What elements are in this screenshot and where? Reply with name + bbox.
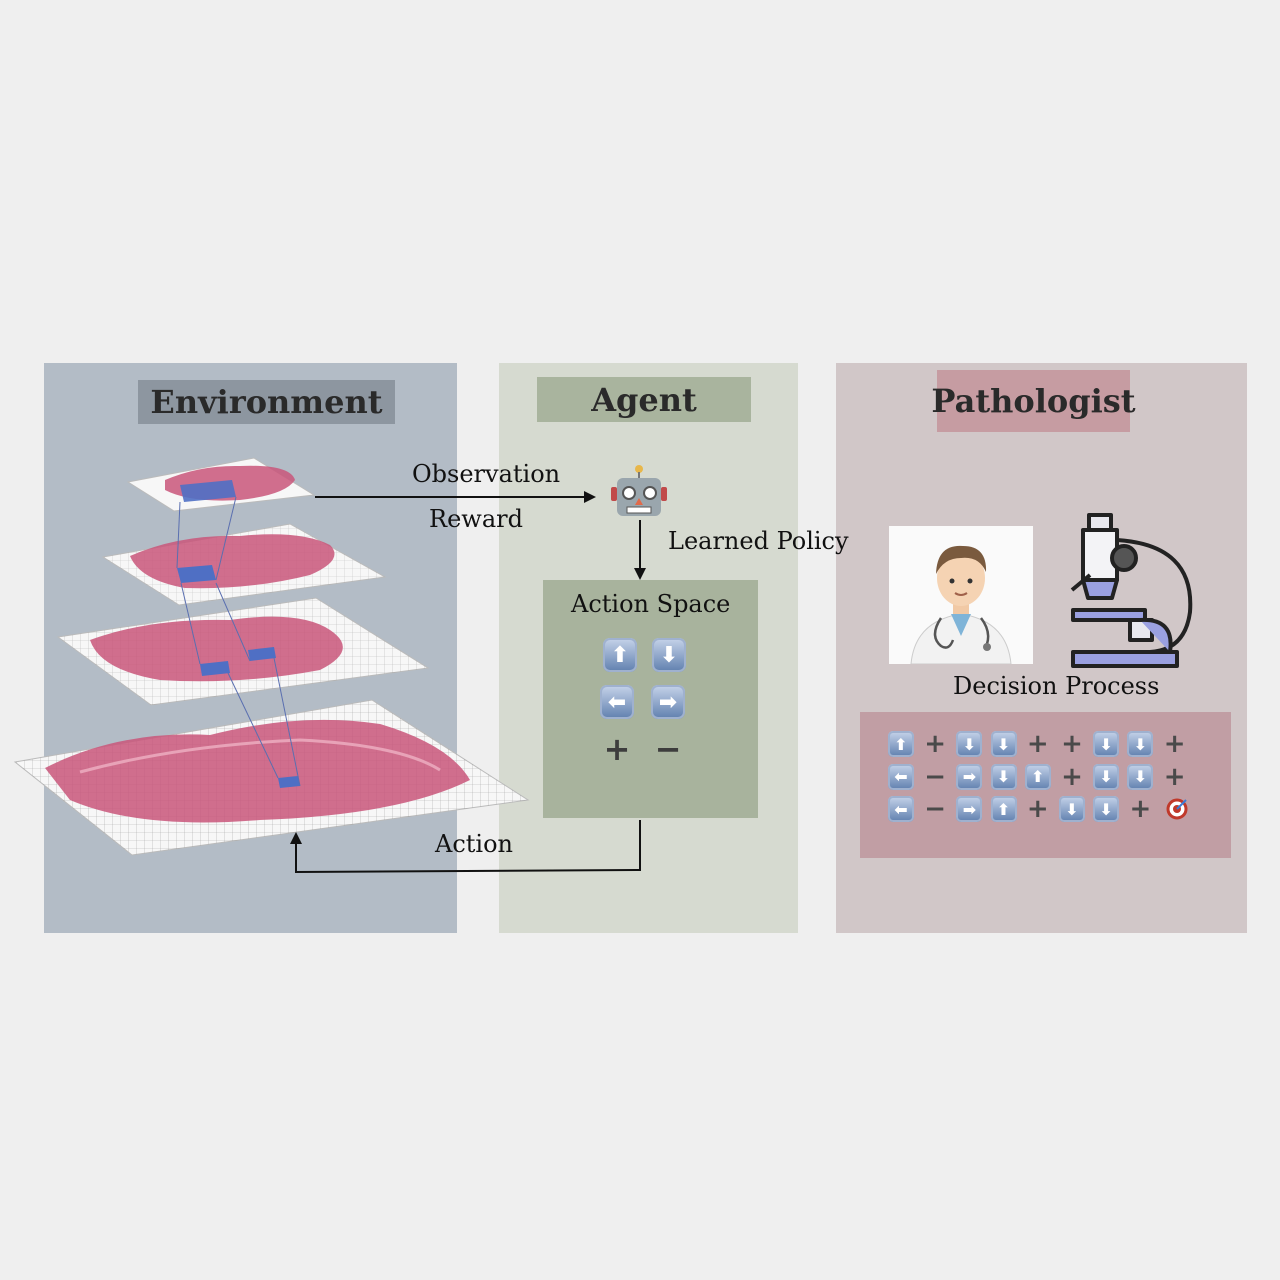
zoom-in-symbol: + [1026,729,1049,759]
agent-title: Agent [537,377,751,422]
down-arrow-key: ⬇ [956,731,983,757]
left-arrow-key: ⬅ [888,796,914,822]
zoom-in-symbol: + [1026,794,1049,824]
zoom-out-symbol: − [924,794,947,824]
down-arrow-key: ⬇ [1093,763,1120,790]
zoom-in-symbol: + [1163,761,1186,792]
action-label: Action [435,830,513,858]
zoom-in-symbol: + [1163,729,1186,759]
robot-icon [611,465,667,516]
environment-title: Environment [138,380,395,424]
down-arrow-key: ⬇ [652,638,686,672]
down-arrow-key: ⬇ [1127,731,1154,757]
wsi-level-3 [56,597,430,706]
zoom-in-symbol: + [1061,729,1083,759]
decision-process-label: Decision Process [953,672,1160,700]
action-space-box [543,580,758,818]
pathologist-title: Pathologist [931,370,1136,432]
zoom-in-symbol: + [1129,794,1152,824]
zoom-in-symbol: + [603,730,631,768]
zoom-out-symbol: − [654,730,682,768]
down-arrow-key: ⬇ [1093,731,1120,757]
action-space-title: Action Space [571,590,731,618]
left-arrow-key: ⬅ [600,685,634,719]
left-arrow-key: ⬅ [888,763,914,790]
up-arrow-key: ⬆ [603,638,637,672]
flow-arrows [295,496,641,874]
down-arrow-key: ⬇ [1059,796,1085,822]
zoom-in-symbol: + [1061,761,1083,792]
right-arrow-key: ➡ [651,685,685,719]
up-arrow-key: ⬆ [1024,763,1051,790]
projection-lines [176,496,301,787]
wsi-level-1 [126,457,316,512]
down-arrow-key: ⬇ [1093,796,1120,822]
zoom-in-symbol: + [924,729,947,759]
down-arrow-key: ⬇ [1127,763,1154,790]
learned-policy-label: Learned Policy [668,527,849,555]
zoom-out-symbol: − [924,761,947,792]
observation-label: Observation [412,460,561,488]
doctor-card [889,526,1033,664]
right-arrow-key: ➡ [956,763,983,790]
up-arrow-key: ⬆ [888,731,914,757]
wsi-level-2 [101,523,387,606]
down-arrow-key: ⬇ [990,763,1017,790]
wsi-level-4 [13,699,530,856]
up-arrow-key: ⬆ [990,796,1017,822]
right-arrow-key: ➡ [956,796,983,822]
target-icon [1166,798,1188,820]
down-arrow-key: ⬇ [990,731,1017,757]
doctor-icon [910,545,1012,664]
reward-label: Reward [429,505,523,533]
